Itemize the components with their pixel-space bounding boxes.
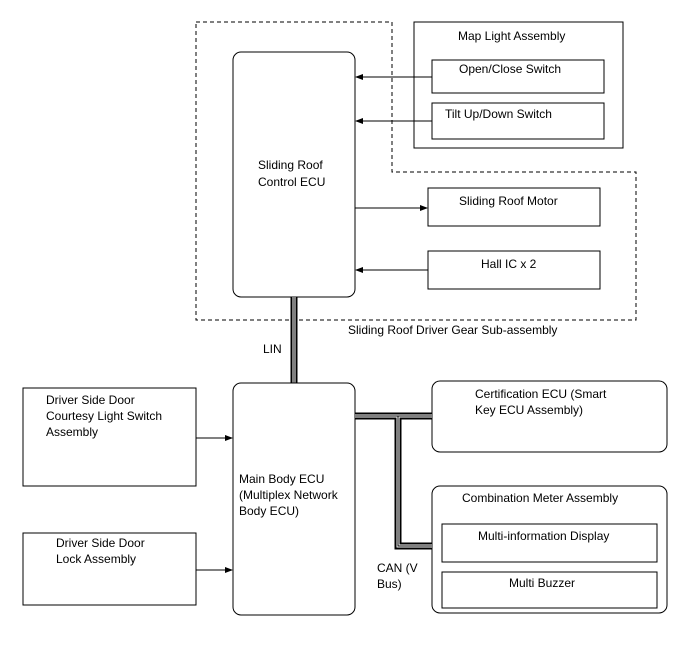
main-body-ecu-label-3: Body ECU) bbox=[239, 504, 299, 518]
tilt-switch-box bbox=[431, 102, 605, 140]
multi-buzzer-box bbox=[441, 571, 658, 609]
door-lock-label-2: Lock Assembly bbox=[56, 552, 136, 566]
certification-ecu-label-2: Key ECU Assembly) bbox=[475, 403, 583, 417]
sliding-roof-ecu-label-1: Sliding Roof bbox=[258, 158, 323, 172]
driver-gear-subassembly-label: Sliding Roof Driver Gear Sub-assembly bbox=[348, 323, 557, 337]
combination-meter-label: Combination Meter Assembly bbox=[462, 491, 618, 505]
courtesy-switch-label-3: Assembly bbox=[46, 425, 98, 439]
sliding-roof-motor-label: Sliding Roof Motor bbox=[459, 194, 558, 208]
multi-info-display-box bbox=[441, 523, 658, 563]
main-body-ecu-label-1: Main Body ECU bbox=[239, 472, 324, 486]
multi-buzzer-label: Multi Buzzer bbox=[509, 576, 575, 590]
lin-label: LIN bbox=[263, 342, 282, 356]
map-light-assembly-label: Map Light Assembly bbox=[458, 29, 565, 43]
open-close-switch-box bbox=[431, 59, 605, 94]
open-close-switch-label: Open/Close Switch bbox=[459, 62, 561, 76]
can-label-1: CAN (V bbox=[377, 561, 418, 575]
courtesy-switch-label-1: Driver Side Door bbox=[46, 393, 135, 407]
courtesy-switch-box bbox=[22, 387, 197, 487]
certification-ecu-label-1: Certification ECU (Smart bbox=[475, 387, 607, 401]
door-lock-box bbox=[22, 532, 197, 606]
sliding-roof-ecu-label-2: Control ECU bbox=[258, 175, 325, 189]
courtesy-switch-label-2: Courtesy Light Switch bbox=[46, 409, 162, 423]
multi-info-display-label: Multi-information Display bbox=[478, 529, 609, 543]
driver-gear-subassembly-boundary bbox=[195, 21, 637, 321]
hall-ic-label: Hall IC x 2 bbox=[481, 257, 537, 271]
main-body-ecu-label-2: (Multiplex Network bbox=[239, 488, 339, 502]
main-body-ecu-box bbox=[232, 382, 356, 616]
can-bus bbox=[355, 412, 432, 550]
can-label-2: Bus) bbox=[377, 577, 402, 591]
sliding-roof-motor-box bbox=[427, 187, 601, 227]
tilt-switch-label: Tilt Up/Down Switch bbox=[445, 107, 552, 121]
door-lock-label-1: Driver Side Door bbox=[56, 536, 145, 550]
